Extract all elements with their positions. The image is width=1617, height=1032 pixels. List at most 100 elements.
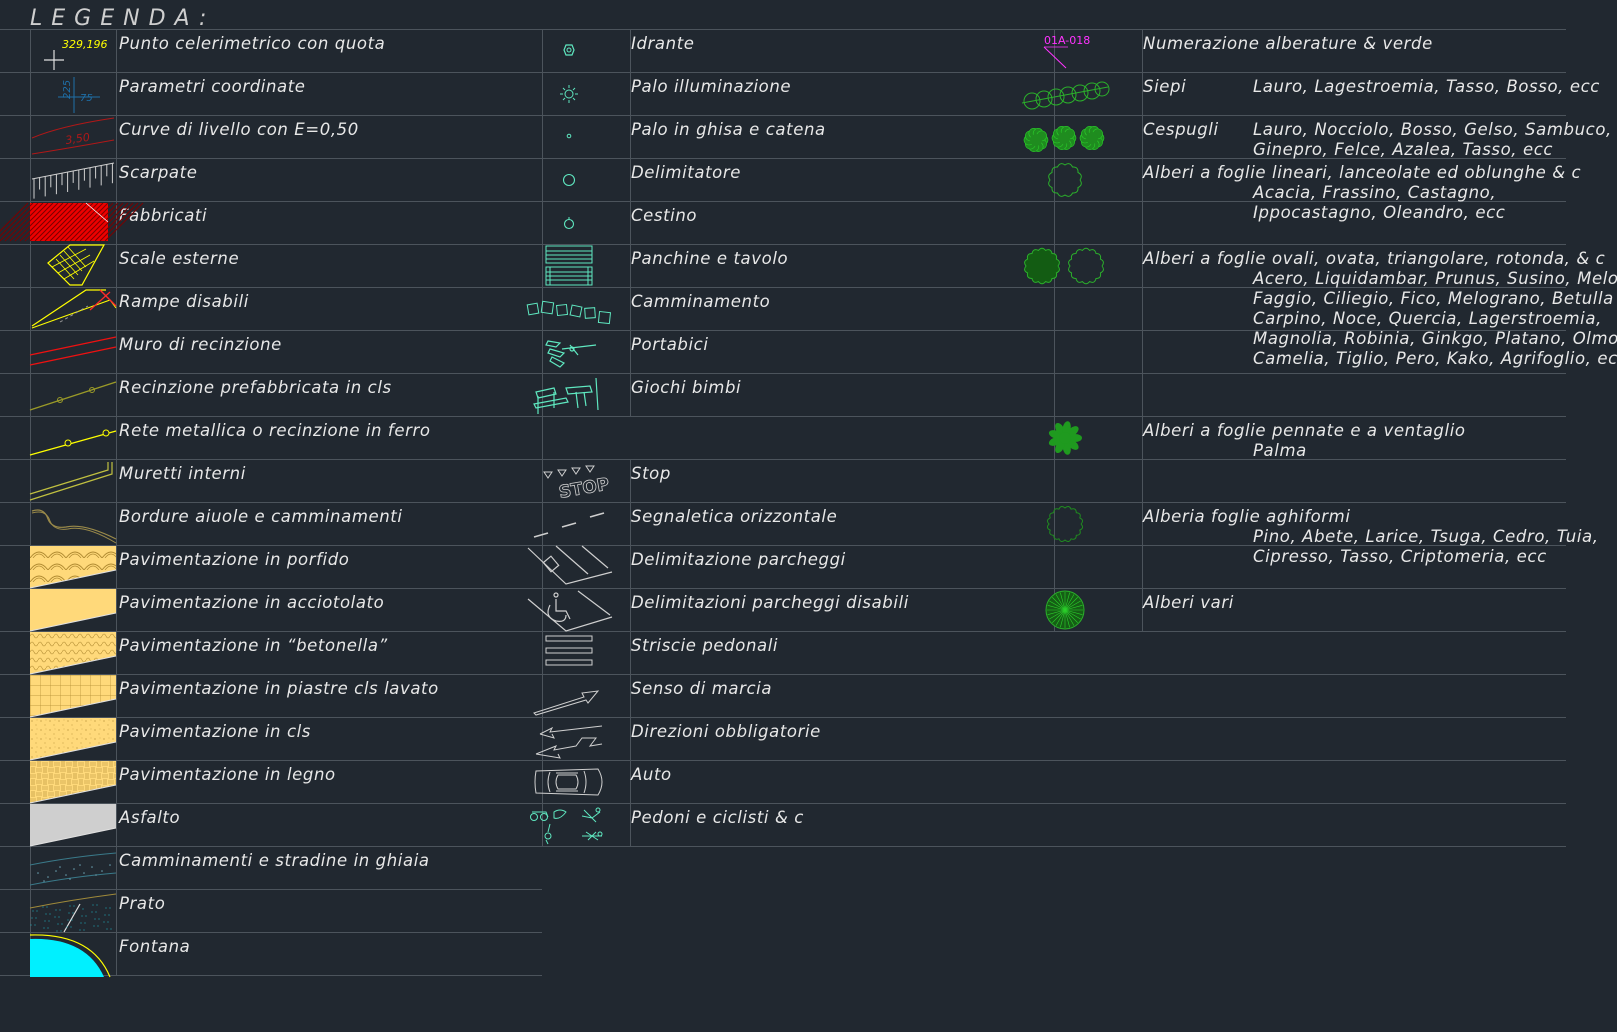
species-list-line: Pino, Abete, Larice, Tsuga, Cedro, Tuia, (1253, 527, 1599, 546)
external-stairs-icon (30, 244, 116, 287)
legend-label-left: Parametri coordinate (119, 77, 306, 96)
legend-label-middle: Portabici (631, 335, 709, 354)
legend-label-left: Rampe disabili (119, 292, 249, 311)
legend-label-right: Alberi a foglie lineari, lanceolate ed o… (1143, 163, 1582, 182)
legend-label-middle: Delimitazioni parcheggi disabili (631, 593, 909, 612)
grid-line (0, 717, 1566, 718)
legend-label-left: Rete metallica o recinzione in ferro (119, 421, 431, 440)
legend-label-left: Recinzione prefabbricata in cls (119, 378, 392, 397)
grid-line (0, 502, 1566, 503)
legend-label-left: Curve di livello con E=0,50 (119, 120, 359, 139)
legend-label-right: Alberia foglie aghiformi (1143, 507, 1351, 526)
coordinate-value-horizontal: 75 (80, 93, 93, 104)
tree-numbering-icon: 01A-018 (1022, 30, 1108, 72)
species-list-line: Cipresso, Tasso, Criptomeria, ecc (1253, 547, 1547, 566)
lawn-icon (29, 890, 117, 933)
legend-label-middle: Pedoni e ciclisti & c (631, 808, 804, 827)
legend-label-right: Alberi vari (1143, 593, 1234, 612)
legend-label-middle: Stop (631, 464, 671, 483)
survey-point-elevation: 329,196 (62, 38, 108, 51)
cast-iron-post-icon (526, 116, 612, 158)
mandatory-directions-icon (526, 718, 612, 760)
species-list-line: Camelia, Tiglio, Pero, Kako, Agrifoglio,… (1253, 349, 1617, 368)
oval-leaf-tree-icon (1022, 245, 1108, 287)
grid-line (1142, 29, 1143, 631)
grid-line (0, 932, 542, 933)
grid-line (0, 545, 1566, 546)
legend-label-left: Pavimentazione in legno (119, 765, 336, 784)
asphalt-icon (29, 804, 117, 847)
fountain-icon (29, 933, 116, 978)
legend-label-middle: Segnaletica orizzontale (631, 507, 838, 526)
bench-table-icon (526, 245, 612, 287)
grid-line (0, 631, 1566, 632)
grid-line (0, 889, 542, 890)
grid-line (30, 29, 31, 975)
precast-fence-icon (29, 374, 117, 416)
buildings-hatch-icon (0, 202, 144, 244)
species-list-line: Lauro, Lagestroemia, Tasso, Bosso, ecc (1253, 77, 1600, 96)
grid-line (0, 416, 1566, 417)
legend-label-left: Pavimentazione in piastre cls lavato (119, 679, 439, 698)
gravel-path-icon (29, 847, 117, 889)
legend-title: LEGENDA: (30, 6, 216, 31)
legend-label-left: Pavimentazione in “betonella” (119, 636, 388, 655)
legend-label-middle: Auto (631, 765, 672, 784)
grid-line (0, 803, 1566, 804)
bike-rack-icon (526, 331, 612, 373)
playground-icon (526, 374, 612, 416)
cobblestone-paving-icon (29, 589, 117, 632)
grid-line (0, 373, 1566, 374)
grid-line (0, 975, 542, 976)
porphyry-paving-icon (29, 546, 117, 589)
species-list-line: Ginepro, Felce, Azalea, Tasso, ecc (1253, 140, 1554, 159)
driving-direction-arrow-icon (526, 675, 612, 717)
legend-label-middle: Panchine e tavolo (631, 249, 789, 268)
grid-line (0, 158, 1566, 159)
coordinate-value-vertical: 225 (62, 80, 73, 99)
conifer-tree-icon (1022, 503, 1108, 545)
legend-label-left: Scarpate (119, 163, 198, 182)
disabled-parking-icon (526, 589, 613, 632)
flowerbed-border-icon (30, 503, 117, 545)
grid-line (0, 760, 1566, 761)
legend-label-left: Punto celerimetrico con quota (119, 34, 386, 53)
grid-line (0, 588, 1566, 589)
crosswalk-icon (526, 632, 612, 674)
hedge-icon (1021, 73, 1110, 115)
legend-label-left: Camminamenti e stradine in ghiaia (119, 851, 430, 870)
legend-label-right: Alberi a foglie pennate e a ventaglio (1143, 421, 1466, 440)
grid-line (0, 115, 1566, 116)
waste-bin-icon (526, 202, 612, 244)
legend-label-middle: Camminamento (631, 292, 771, 311)
internal-walls-icon (29, 460, 116, 502)
species-list-line: Acero, Liquidambar, Prunus, Susino, Melo (1253, 269, 1617, 288)
legend-label-left: Scale esterne (119, 249, 240, 268)
betonella-paving-icon (29, 632, 117, 675)
legend-label-middle: Delimitazione parcheggi (631, 550, 846, 569)
legend-label-left: Muro di recinzione (119, 335, 282, 354)
disabled-ramp-icon (30, 288, 117, 330)
contour-elevation-label: 3,50 (65, 131, 91, 147)
legend-label-middle: Cestino (631, 206, 698, 225)
legend-label-middle: Direzioni obbligatorie (631, 722, 821, 741)
grid-line (0, 244, 1566, 245)
legend-label-middle: Palo in ghisa e catena (631, 120, 826, 139)
legend-label-middle: Delimitatore (631, 163, 741, 182)
coordinate-parameters-icon: 225 75 (30, 73, 116, 115)
grid-line (1054, 29, 1055, 631)
species-list-line: Lauro, Nocciolo, Bosso, Gelso, Sambuco, (1253, 120, 1612, 139)
legend-label-left: Muretti interni (119, 464, 246, 483)
species-list-line: Magnolia, Robinia, Ginkgo, Platano, Olmo (1253, 329, 1617, 348)
legend-label-middle: Palo illuminazione (631, 77, 792, 96)
legend-label-left: Pavimentazione in cls (119, 722, 312, 741)
species-list-line: Carpino, Noce, Quercia, Lagerstroemia, (1253, 309, 1602, 328)
legend-label-right: Alberi a foglie ovali, ovata, triangolar… (1143, 249, 1606, 268)
legend-label-left: Prato (119, 894, 166, 913)
legend-label-left: Asfalto (119, 808, 181, 827)
grid-line (0, 29, 1566, 30)
hydrant-icon (526, 30, 612, 72)
legend-label-right: Siepi (1143, 77, 1187, 96)
road-marking-icon (526, 503, 612, 545)
